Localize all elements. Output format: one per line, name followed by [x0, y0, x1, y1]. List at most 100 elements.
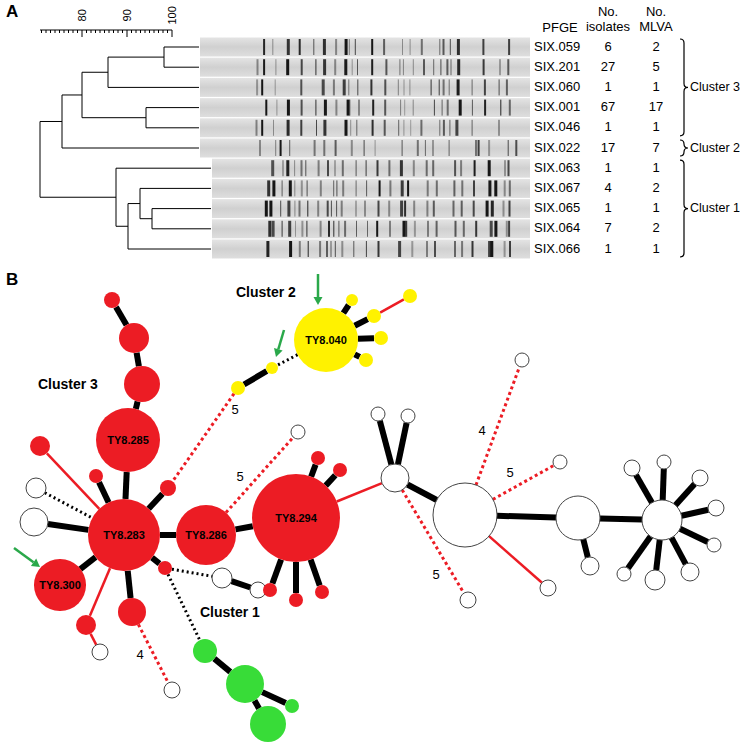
- mlva-type-dot: [315, 585, 329, 599]
- mlva-type-dot: [26, 478, 46, 498]
- mlva-type-dot: [231, 381, 245, 395]
- isolate-id: TY8.283: [103, 529, 145, 541]
- gel-band: [414, 221, 416, 237]
- gel-band: [371, 59, 373, 75]
- gel-band: [400, 100, 401, 116]
- gel-band: [439, 79, 440, 95]
- major-tick: [172, 30, 173, 37]
- gel-band: [478, 140, 480, 156]
- gel-band: [439, 120, 440, 136]
- tree-branch: [398, 423, 407, 464]
- gel-band: [283, 160, 284, 176]
- gel-band: [287, 201, 290, 217]
- gel-band: [472, 120, 473, 136]
- gel-band: [400, 160, 403, 176]
- gel-band: [341, 201, 343, 217]
- pfge-type: SIX.001: [534, 100, 580, 115]
- gel-band: [331, 241, 332, 257]
- gel-band: [273, 120, 274, 136]
- gel-band: [326, 241, 328, 257]
- gel-band: [372, 100, 374, 116]
- mlva-type-dot: [333, 463, 347, 477]
- gel-band: [488, 180, 491, 196]
- gel-band: [455, 120, 458, 136]
- minor-tick: [163, 30, 164, 33]
- mlva-type-circle: TY8.300: [34, 559, 86, 611]
- panel-letter: B: [6, 270, 18, 290]
- gel-lane: [212, 219, 530, 238]
- tree-branch: [355, 354, 360, 357]
- gel-band: [482, 39, 484, 55]
- gel-band: [371, 39, 373, 55]
- mlva-count: 1: [652, 161, 659, 176]
- gel-band: [427, 180, 429, 196]
- gel-band: [268, 221, 271, 237]
- gel-lane: [212, 199, 530, 218]
- gel-band: [488, 140, 490, 156]
- mlva-type-dot: [311, 451, 325, 465]
- gel-band: [282, 221, 283, 237]
- gel-band: [404, 201, 406, 217]
- gel-band: [410, 39, 411, 55]
- dendrogram-branch: [152, 208, 211, 209]
- gel-band: [506, 79, 508, 95]
- gel-band: [319, 241, 321, 257]
- major-tick: [82, 30, 83, 37]
- gel-band: [356, 160, 357, 176]
- mlva-count: 2: [652, 221, 659, 236]
- gel-band: [295, 221, 296, 237]
- panel-letter: A: [6, 2, 18, 22]
- tree-branch: [600, 519, 642, 520]
- gel-band: [349, 39, 350, 55]
- tree-branch: [311, 560, 320, 586]
- gel-band: [504, 160, 506, 176]
- gel-band: [475, 221, 477, 237]
- gel-band: [463, 221, 465, 237]
- gel-band: [307, 180, 308, 196]
- isolate-id: TY8.300: [39, 579, 81, 591]
- tree-branch: [343, 305, 348, 313]
- mlva-type-dot: [118, 598, 146, 626]
- gel-band: [316, 120, 317, 136]
- gel-band: [333, 180, 334, 196]
- mlva-count: 1: [652, 120, 659, 135]
- mlva-type-dot: [89, 469, 103, 483]
- mlva-type-dot: [553, 455, 567, 469]
- isolate-count: 1: [604, 201, 611, 216]
- mlva-type-dot: [289, 593, 303, 607]
- gel-lane: [200, 58, 530, 77]
- gel-band: [454, 241, 456, 257]
- tree-branch: [489, 536, 542, 583]
- distance-label: 4: [477, 424, 486, 439]
- minor-tick: [50, 30, 51, 33]
- mlva-type-dot: [119, 323, 149, 353]
- mlva-type-dot: [556, 496, 600, 540]
- gel-band: [473, 180, 475, 196]
- gel-band: [350, 120, 351, 136]
- gel-band: [407, 180, 409, 196]
- mlva-type-dot: [164, 682, 180, 698]
- mlva-type-dot: [403, 289, 417, 303]
- minor-tick: [104, 30, 105, 33]
- gel-band: [384, 79, 386, 95]
- tree-branch: [326, 475, 336, 485]
- gel-band: [508, 39, 510, 55]
- gel-band: [508, 221, 510, 237]
- gel-band: [275, 140, 276, 156]
- mlva-type-dot: [371, 407, 385, 421]
- gel-band: [289, 180, 292, 196]
- mlva-type-dot: [540, 580, 556, 596]
- tree-branch: [407, 485, 436, 501]
- gel-band: [317, 201, 319, 217]
- mst-link: [126, 472, 127, 499]
- gel-band: [484, 100, 486, 116]
- tree-branch: [116, 307, 127, 325]
- mlva-type-circle: TY8.283: [88, 499, 160, 571]
- gel-band: [499, 120, 500, 136]
- mlva-type-dot: [226, 665, 264, 703]
- tree-branch: [497, 516, 556, 518]
- tree-branch: [656, 540, 660, 570]
- gel-band: [334, 59, 336, 75]
